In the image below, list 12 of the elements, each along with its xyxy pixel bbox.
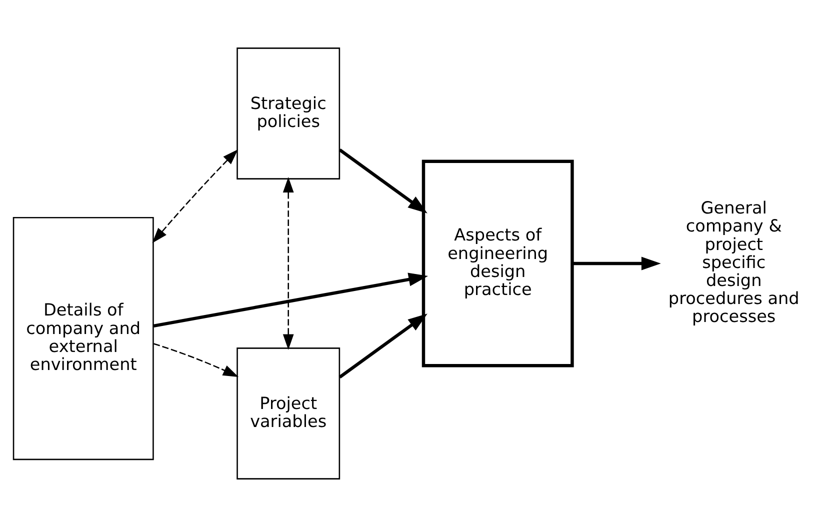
node-box: Details of company and external environment bbox=[12, 216, 154, 460]
arrow bbox=[282, 176, 294, 350]
arrow bbox=[153, 272, 428, 328]
node-box: Strategic policies bbox=[236, 48, 340, 180]
arrow bbox=[572, 256, 661, 270]
arrow bbox=[338, 148, 428, 214]
arrow bbox=[338, 314, 428, 379]
node-text: General company & project specific design procedures and processes bbox=[668, 198, 800, 326]
arrow bbox=[152, 149, 238, 244]
arrow bbox=[154, 343, 239, 377]
node-box: Project variables bbox=[236, 348, 340, 480]
node-box: Aspects of engineering design practice bbox=[422, 160, 574, 368]
